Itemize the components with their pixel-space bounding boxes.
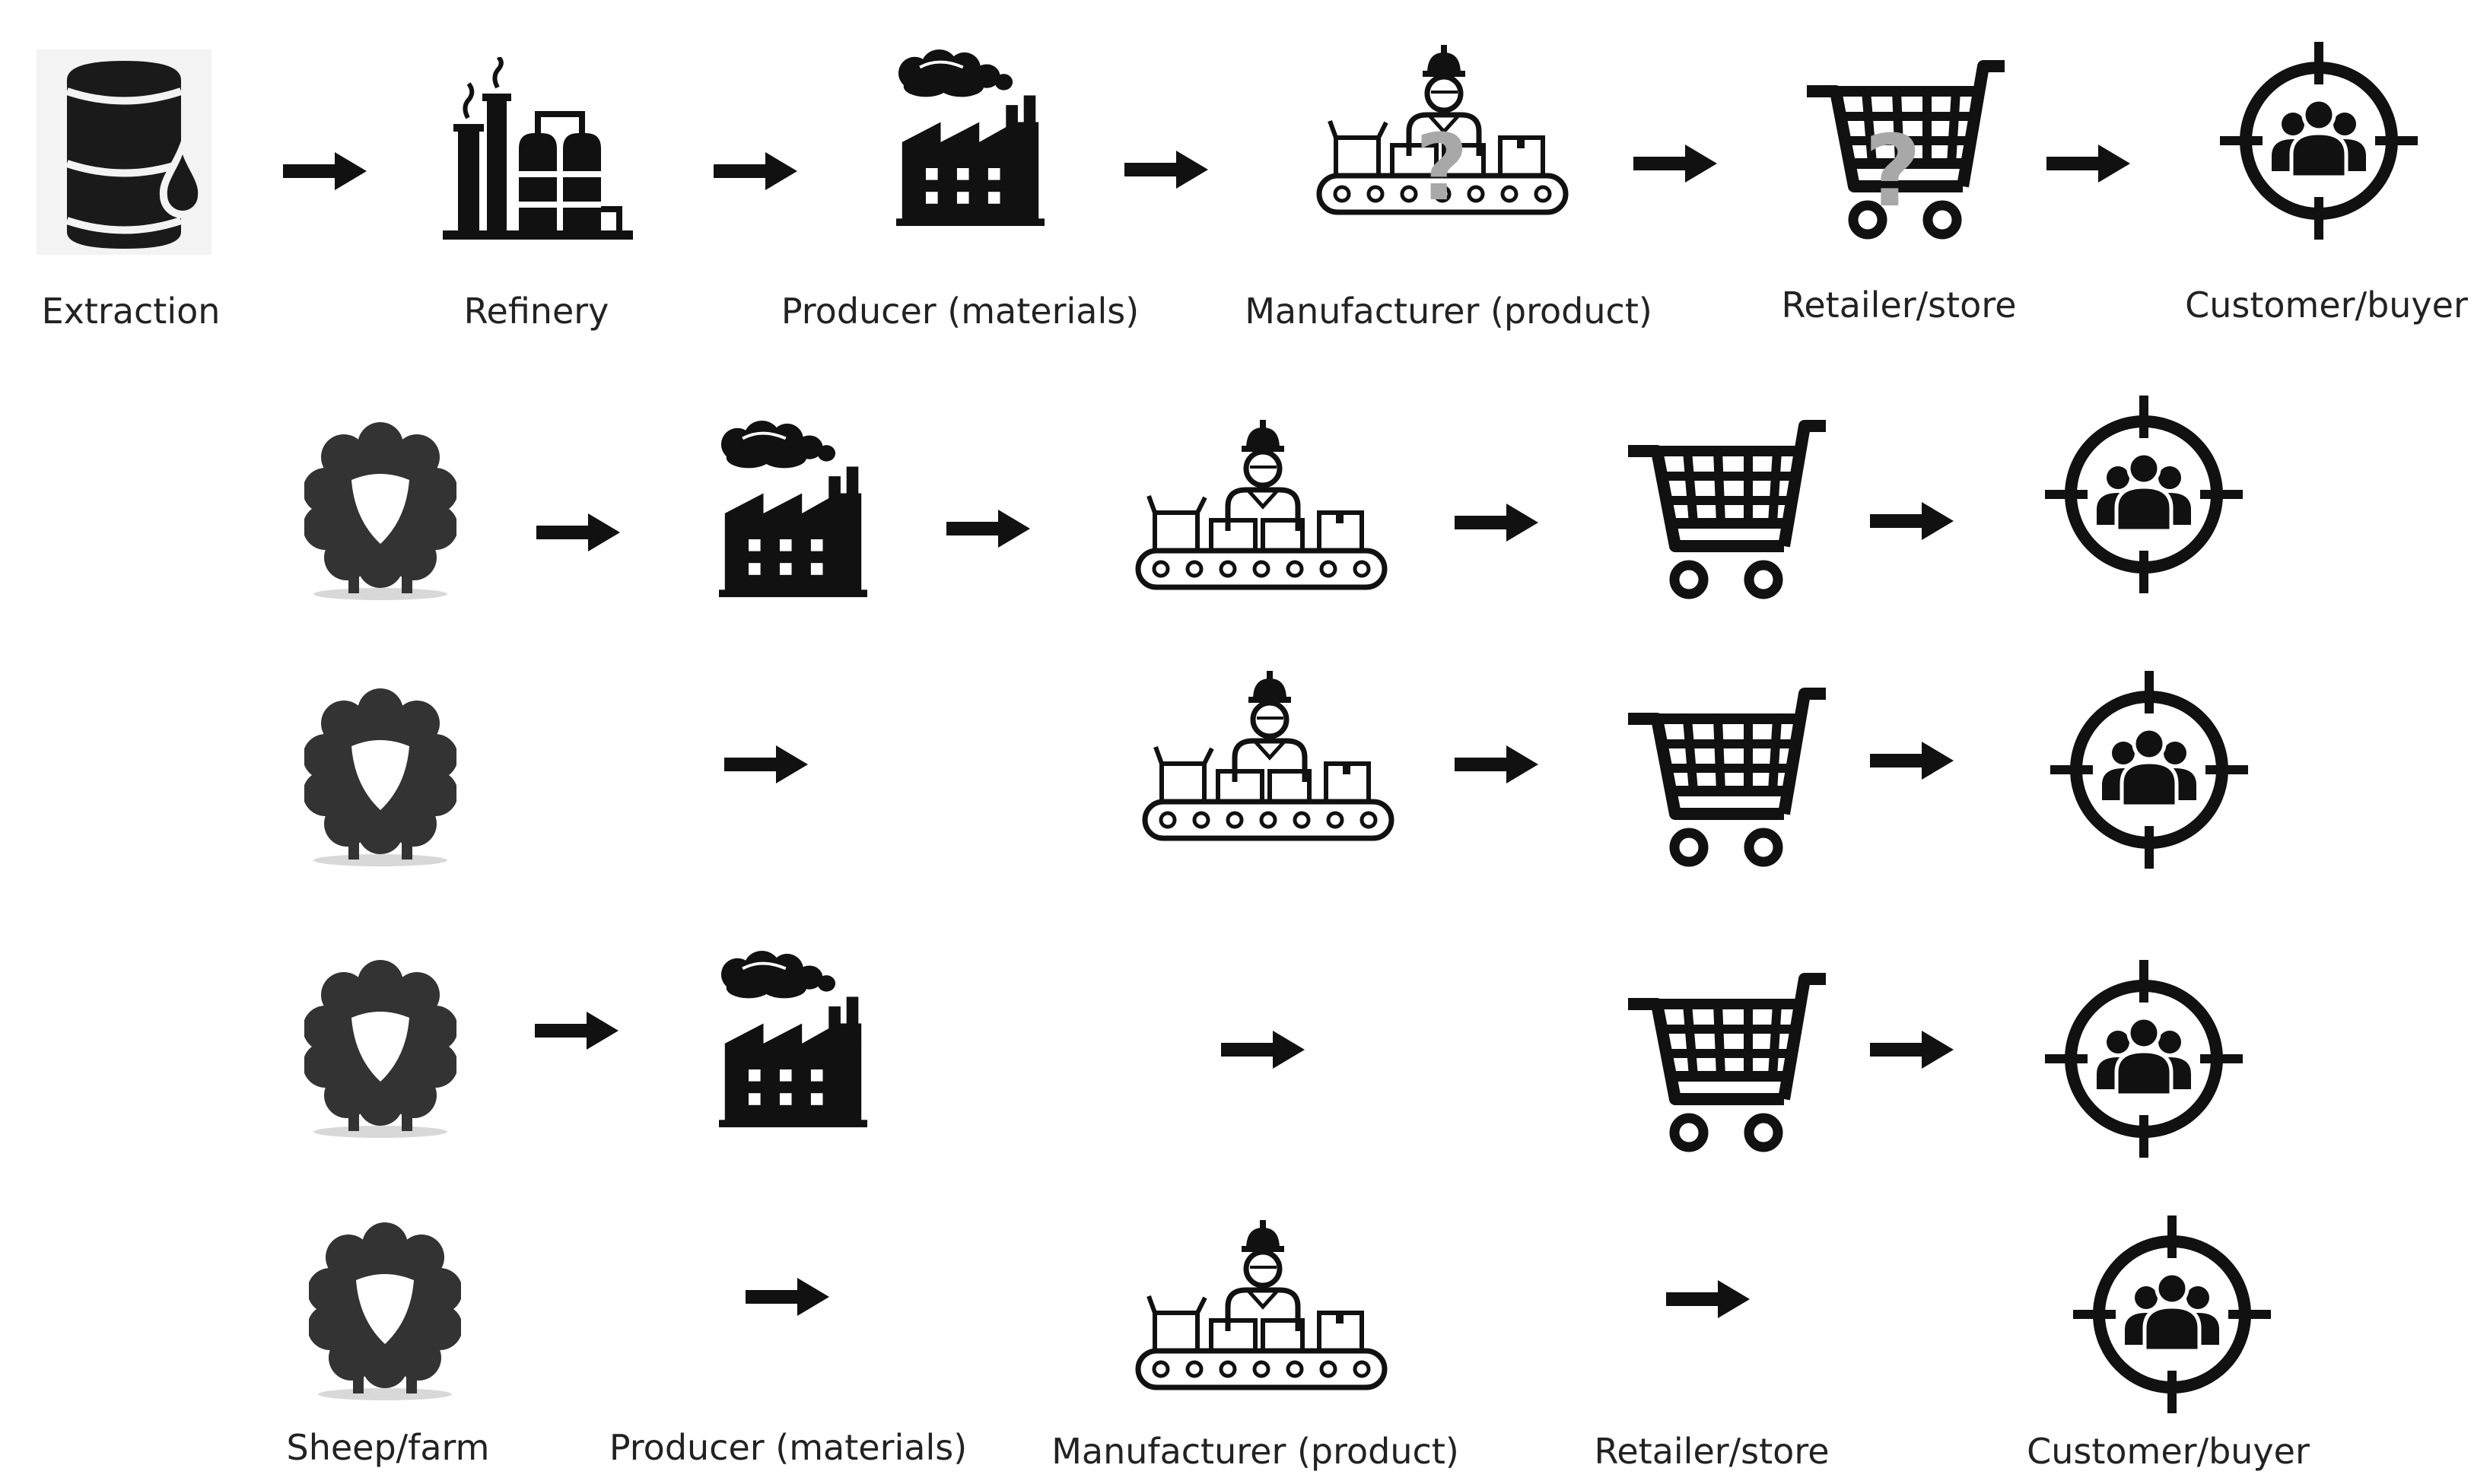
right-arrow-icon <box>1666 1280 1750 1318</box>
conveyor-worker-icon <box>1132 417 1391 599</box>
right-arrow-icon <box>746 1278 829 1316</box>
target-customers-icon <box>2050 671 2248 869</box>
bottom-labels-customer: Customer/buyer <box>2027 1431 2310 1472</box>
bottom-labels-retailer: Retailer/store <box>1594 1431 1830 1472</box>
sheep-icon <box>309 1221 461 1403</box>
top-labels-refinery: Refinery <box>463 291 609 332</box>
target-customers-icon <box>2045 396 2243 593</box>
top-labels-extraction: Extraction <box>41 291 221 332</box>
conveyor-worker-icon <box>1139 668 1398 850</box>
right-arrow-icon <box>1124 151 1208 189</box>
right-arrow-icon <box>1455 745 1538 783</box>
sheep-icon <box>304 958 456 1141</box>
bottom-labels-sheep: Sheep/farm <box>286 1427 490 1468</box>
target-customers-icon <box>2220 42 2418 240</box>
top-labels-manufacturer: Manufacturer (product) <box>1245 291 1652 332</box>
right-arrow-icon <box>1870 502 1954 540</box>
sheep-icon <box>304 687 456 869</box>
shopping-cart-icon <box>1628 685 1826 867</box>
right-arrow-icon <box>946 510 1030 548</box>
right-arrow-icon <box>714 152 797 190</box>
question-mark: ? <box>1864 113 1922 229</box>
target-customers-icon <box>2045 960 2243 1158</box>
target-customers-icon <box>2073 1215 2271 1413</box>
factory-icon <box>719 418 867 601</box>
right-arrow-icon <box>1870 742 1954 780</box>
right-arrow-icon <box>1221 1031 1305 1069</box>
top-labels-customer: Customer/buyer <box>2185 284 2468 326</box>
shopping-cart-icon <box>1628 417 1826 599</box>
right-arrow-icon <box>724 745 808 783</box>
sheep-icon <box>304 421 456 603</box>
right-arrow-icon <box>2046 145 2130 183</box>
right-arrow-icon <box>283 152 367 190</box>
right-arrow-icon <box>1870 1031 1954 1069</box>
oil-barrel-icon <box>37 49 211 255</box>
factory-icon <box>896 47 1045 230</box>
shopping-cart-icon <box>1628 970 1826 1152</box>
right-arrow-icon <box>1455 504 1538 542</box>
bottom-labels-producer: Producer (materials) <box>609 1427 968 1468</box>
right-arrow-icon <box>535 1012 619 1050</box>
refinery-icon <box>443 57 633 247</box>
question-mark: ? <box>1415 116 1468 221</box>
conveyor-worker-icon <box>1132 1217 1391 1400</box>
bottom-labels-manufacturer: Manufacturer (product) <box>1051 1431 1459 1472</box>
right-arrow-icon <box>536 513 620 551</box>
top-labels-retailer: Retailer/store <box>1781 284 2017 326</box>
right-arrow-icon <box>1633 145 1717 183</box>
factory-icon <box>719 949 867 1131</box>
top-labels-producer: Producer (materials) <box>781 291 1140 332</box>
